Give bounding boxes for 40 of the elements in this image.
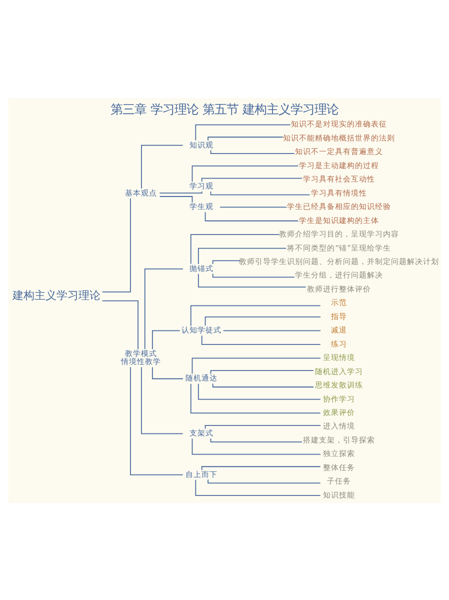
connector: [212, 260, 241, 264]
connector: [192, 165, 299, 182]
connector: [102, 300, 138, 350]
connector: [204, 211, 299, 221]
connector: [190, 382, 321, 414]
connector: [159, 196, 193, 202]
connector: [208, 478, 321, 484]
connector: [192, 357, 321, 374]
connector: [152, 330, 180, 350]
connector: [208, 136, 284, 140]
connector: [152, 366, 184, 379]
connector: [192, 438, 321, 454]
connector: [141, 144, 184, 188]
connector: [144, 268, 184, 349]
connector: [141, 366, 184, 434]
connector: [198, 247, 287, 264]
connector: [190, 234, 280, 264]
connector: [210, 370, 314, 374]
diagram-title: 第三章 学习理论 第五节 建构主义学习理论: [110, 102, 338, 116]
connector: [198, 272, 306, 288]
connector: [102, 198, 131, 292]
connector: [195, 478, 321, 496]
connector: [201, 466, 321, 470]
node-text: 建构主义学习理论: [12, 288, 101, 302]
connector: [204, 424, 321, 429]
connector: [195, 124, 291, 140]
connector: [210, 190, 310, 195]
connector: [204, 316, 321, 326]
connector: [222, 330, 321, 331]
connector: [210, 149, 295, 154]
connector: [159, 190, 202, 194]
connector: [198, 382, 321, 400]
connector: [220, 206, 287, 208]
connector: [210, 438, 302, 442]
connector: [201, 177, 302, 182]
connector: [130, 366, 184, 475]
connector: [201, 334, 321, 344]
connector: [212, 272, 295, 278]
connector: [212, 382, 314, 387]
connector: [190, 304, 321, 326]
